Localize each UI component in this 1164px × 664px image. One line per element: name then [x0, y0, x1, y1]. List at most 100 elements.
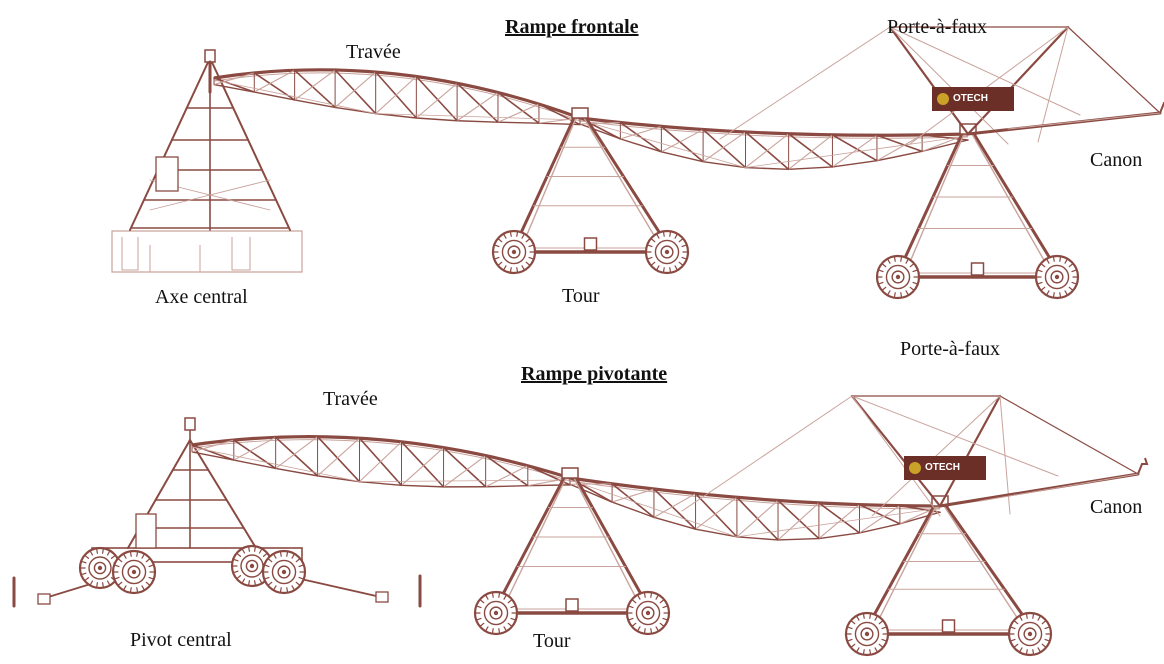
- truss-rod: [191, 446, 360, 483]
- hub: [507, 245, 521, 259]
- logo-mark: [909, 462, 921, 474]
- tread: [268, 558, 273, 563]
- overhang-frame: OTECH: [719, 25, 1164, 145]
- bottom-gun-label: Canon: [1090, 496, 1143, 518]
- span-pipe-shade: [191, 439, 571, 482]
- truss-diagonal: [334, 69, 377, 115]
- tread: [669, 231, 672, 237]
- span-lower-chord: [191, 451, 571, 488]
- tread: [893, 292, 896, 298]
- hub-center: [511, 249, 517, 255]
- tread: [525, 261, 530, 266]
- tread: [1064, 290, 1068, 295]
- tread: [1041, 620, 1046, 625]
- hub-center: [864, 631, 870, 637]
- tread: [295, 558, 300, 563]
- tread: [1041, 286, 1046, 291]
- tread: [1025, 649, 1028, 655]
- truss-rod: [569, 479, 738, 538]
- hub-center: [493, 610, 499, 616]
- truss-diagonal: [777, 499, 820, 540]
- hub-center: [97, 565, 103, 571]
- tread: [637, 626, 641, 631]
- end-gun: [1137, 457, 1149, 475]
- tread: [96, 548, 98, 554]
- truss-diagonal: [442, 446, 487, 488]
- tread: [498, 592, 501, 598]
- tread: [1041, 643, 1046, 648]
- tread: [900, 292, 903, 298]
- tower-leg-inner: [525, 117, 577, 238]
- tread: [1059, 256, 1062, 262]
- hub: [93, 561, 107, 575]
- tread: [1044, 626, 1050, 630]
- hub: [127, 565, 141, 579]
- pivot-control-panel: [135, 513, 157, 549]
- tread: [286, 587, 289, 593]
- tread: [498, 261, 503, 266]
- tread: [643, 592, 646, 598]
- truss-diagonal: [497, 103, 540, 123]
- truss-diagonal: [415, 82, 458, 119]
- tread: [1032, 649, 1035, 655]
- tread: [84, 577, 90, 581]
- tread: [521, 234, 525, 239]
- end-tower: [875, 123, 1080, 300]
- tread: [123, 554, 127, 559]
- overhang-cable: [889, 26, 1009, 145]
- tread: [273, 554, 277, 559]
- tread: [1014, 643, 1019, 648]
- center-leg: [209, 57, 291, 231]
- tread: [236, 553, 242, 557]
- tread: [286, 551, 289, 557]
- span-2: [579, 116, 969, 171]
- tread: [669, 267, 672, 273]
- span-lower-chord: [579, 123, 969, 171]
- truss-diagonal: [400, 447, 445, 486]
- span-1: [191, 435, 571, 488]
- span-lower-chord: [213, 83, 581, 126]
- tower-wheel-right: [625, 590, 671, 636]
- pivot-beacon: [184, 417, 196, 431]
- truss-diagonal: [213, 77, 256, 93]
- tread: [503, 595, 507, 600]
- drive-tower: [473, 467, 671, 636]
- tread: [525, 238, 530, 243]
- truss-diagonal: [818, 504, 861, 540]
- tread: [241, 578, 246, 584]
- tread: [248, 580, 250, 586]
- hub-center: [249, 563, 255, 569]
- tread: [507, 599, 512, 604]
- span-pipe: [569, 476, 941, 508]
- truss-diagonal: [660, 125, 704, 163]
- truss-diagonal: [443, 455, 487, 488]
- tower-wheel-right: [1007, 611, 1053, 657]
- center-cart-detail: [121, 237, 251, 272]
- span-pipe-shade: [213, 72, 581, 122]
- span-1: [213, 68, 581, 126]
- tread: [521, 265, 525, 270]
- pivot-ramp-title: Rampe pivotante: [521, 363, 668, 385]
- tread: [129, 587, 132, 593]
- truss-diagonal: [191, 444, 235, 461]
- bottom-center-label: Pivot central: [130, 629, 232, 651]
- tread: [881, 638, 887, 642]
- overhang-cable: [719, 26, 891, 140]
- tread: [681, 244, 687, 248]
- tread: [510, 617, 516, 621]
- tower-leg-inner: [971, 133, 1046, 263]
- tower-wheel-left: [875, 254, 921, 300]
- tower-leg-inner: [583, 117, 656, 238]
- tread: [84, 555, 90, 559]
- tread: [905, 259, 909, 264]
- truss-diagonal: [275, 436, 319, 469]
- tread: [874, 647, 878, 652]
- tread: [656, 234, 660, 239]
- overhang-cable: [1067, 26, 1161, 114]
- overhang-cable: [681, 395, 853, 512]
- hub: [891, 270, 905, 284]
- frontal-ramp-title: Rampe frontale: [505, 16, 639, 38]
- tread: [1068, 286, 1073, 291]
- tread: [264, 564, 270, 568]
- end-tower: [844, 495, 1053, 657]
